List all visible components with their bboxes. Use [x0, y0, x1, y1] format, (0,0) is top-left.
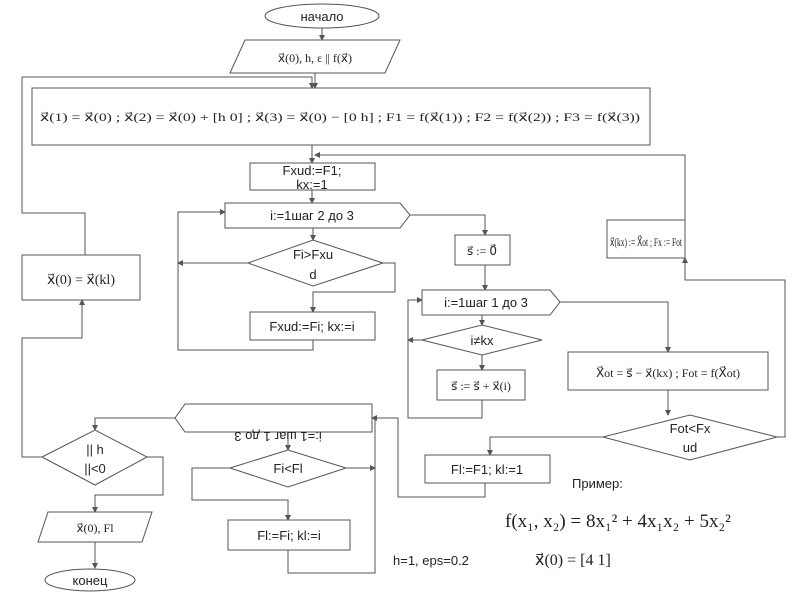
loop1-label: i:=1шаг 2 до 3 [270, 208, 354, 223]
loop3-block: i:=1 шаг 1 до 3 [174, 403, 373, 444]
cond-fi-gt-fxud-label-1: Fi>Fxu [293, 247, 333, 262]
output-label: x⃗(0), Fl [76, 521, 114, 535]
x0-assign-block: x⃗(0) = x⃗(kl) [21, 254, 141, 301]
x0-assign-label: x⃗(0) = x⃗(kl) [47, 273, 115, 288]
fxud-assign-block: Fxud:=Fi; kx:=i [249, 311, 376, 341]
input-label: x⃗(0), h, ε || f(x⃗) [278, 51, 352, 65]
cond-fot-label-1: Fot<Fx [670, 421, 711, 436]
connectors [21, 28, 786, 574]
init-points-label: x⃗(1) = x⃗(0) ; x⃗(2) = x⃗(0) + [h 0] ; … [40, 110, 640, 124]
end-label: конец [73, 573, 108, 588]
cond-fot-label-2: ud [683, 440, 697, 455]
example-formula: f(x₁, x₂) = 8x₁² + 4x₁x₂ + 5x₂² [505, 511, 731, 532]
fl-assign-block: Fl:=Fi; kl:=i [227, 519, 351, 551]
example-params: h=1, eps=0.2 [393, 553, 469, 568]
cond-fi-lt-fl-label: Fi<Fl [273, 461, 302, 476]
xkx-assign-block: x⃗(kx) := X⃗ot ; Fx := Fot [606, 219, 686, 259]
end-terminal: конец [44, 568, 136, 592]
loop2-block: i:=1шаг 1 до 3 [421, 289, 561, 316]
cond-fi-lt-fl: Fi<Fl [228, 449, 348, 488]
cond-fot-lt-fxud: Fot<Fx ud [601, 414, 779, 461]
s-init-block: s⃗ := 0⃗ [454, 234, 511, 266]
loop2-label: i:=1шаг 1 до 3 [444, 295, 528, 310]
cond-fi-gt-fxud: Fi>Fxu d [246, 239, 385, 287]
s-accum-label: s⃗ := s⃗ + x⃗(i) [451, 379, 511, 393]
example-label: Пример: [572, 476, 623, 491]
cond-i-ne-kx: i≠kx [421, 324, 543, 356]
init-points-block: x⃗(1) = x⃗(0) ; x⃗(2) = x⃗(0) + [h 0] ; … [31, 87, 651, 146]
cond-fi-gt-fxud-label-2: d [309, 267, 316, 282]
loop1-block: i:=1шаг 2 до 3 [224, 202, 411, 229]
example-start-point: x⃗(0) = [4 1] [535, 552, 611, 569]
input-block: x⃗(0), h, ε || f(x⃗) [229, 39, 401, 74]
xot-calc-label: X⃗ot = s⃗ − x⃗(kx) ; Fot = f(X⃗ot) [596, 365, 740, 380]
fxud-init-label-1: Fxud:=F1; [283, 163, 342, 178]
output-block: x⃗(0), Fl [37, 511, 153, 543]
xkx-assign-label: x⃗(kx) := X⃗ot ; Fx := Fot [610, 234, 682, 249]
fxud-assign-label: Fxud:=Fi; kx:=i [269, 319, 354, 334]
xot-calc-block: X⃗ot = s⃗ − x⃗(kx) ; Fot = f(X⃗ot) [567, 351, 769, 391]
fxud-init-label-2: kx:=1 [296, 177, 327, 192]
start-label: начало [300, 9, 343, 24]
s-accum-block: s⃗ := s⃗ + x⃗(i) [436, 369, 526, 401]
loop3-label: i:=1 шаг 1 до 3 [234, 429, 321, 444]
s-init-label: s⃗ := 0⃗ [467, 243, 497, 258]
fxud-init-block: Fxud:=F1; kx:=1 [249, 162, 376, 192]
cond-i-ne-kx-label: i≠kx [470, 333, 494, 348]
cond-h: || h ||<0 [40, 429, 149, 486]
fl-assign-label: Fl:=Fi; kl:=i [257, 528, 321, 543]
cond-h-label-2: ||<0 [84, 461, 106, 476]
start-terminal: начало [264, 3, 380, 29]
fl-init-block: Fl:=F1; kl:=1 [424, 454, 551, 484]
cond-h-label-1: || h [86, 442, 104, 457]
fl-init-label: Fl:=F1; kl:=1 [451, 462, 523, 477]
